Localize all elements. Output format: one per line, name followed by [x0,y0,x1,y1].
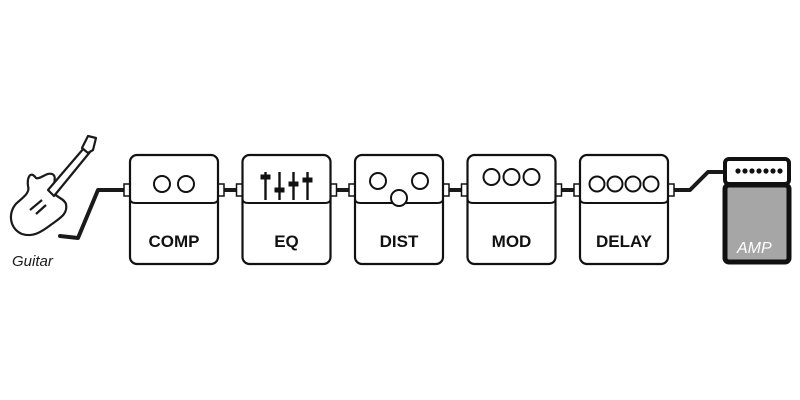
amp-label: AMP [736,240,772,257]
pedal-divider [241,198,332,204]
amp: AMP [722,157,792,265]
pedal-label: DIST [380,232,419,251]
pedal-controls [482,168,541,186]
pedal-controls [369,172,429,207]
knob-icon [369,172,387,190]
pedal-chain: COMP EQ DIST MOD DELAY [123,153,675,266]
pedal-eq: EQ [235,153,338,266]
cable-guitar-to-comp [58,188,127,240]
slider-handle-icon [260,174,271,180]
pedal-label: EQ [274,232,299,251]
slider-handle-icon [302,177,313,183]
pedal-divider [466,198,557,204]
pedal-mod: MOD [460,153,563,266]
knob-icon [482,168,501,186]
knob-icon [502,168,521,186]
electric-guitar-icon [9,134,98,237]
pedal-divider [129,198,219,204]
knob-icon [522,168,541,186]
pedal-label: MOD [492,232,532,251]
knob-icon [177,175,195,193]
cable-delay-to-amp [669,170,724,192]
amp-head-knobs [735,168,783,174]
knob-icon [153,175,171,193]
knob-icon [624,175,642,193]
pedal-label: COMP [149,232,200,251]
knob-icon [411,172,429,190]
pedal-controls [588,175,660,193]
slider-handle-icon [274,187,285,193]
pedal-delay: DELAY [573,153,675,266]
pedal-label: DELAY [596,232,653,251]
guitar-label: Guitar [12,253,54,270]
cables [58,170,724,240]
knob-icon [606,175,624,193]
pedal-body [128,153,220,266]
pedal-dist: DIST [348,153,450,266]
pedal-divider [579,198,669,204]
pedal-comp: COMP [123,153,225,266]
pedal-controls [153,175,195,193]
knob-icon [390,189,408,207]
amp-cabinet [722,182,792,265]
knob-icon [642,175,660,193]
slider-handle-icon [288,181,299,187]
pedal-controls [260,172,313,200]
knob-icon [588,175,606,193]
